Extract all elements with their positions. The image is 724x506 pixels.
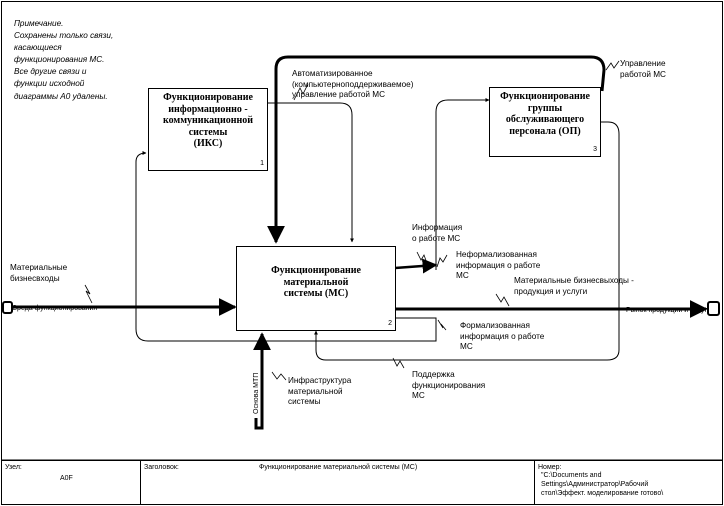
tunnel-bottom-label: Основа МТП — [253, 372, 260, 414]
box-iks[interactable]: Функционирование информационно - коммуни… — [148, 88, 268, 171]
box-iks-title: Функционирование информационно - коммуни… — [149, 92, 267, 150]
squiggle-formal-info — [437, 319, 447, 331]
footer-number-line: стол\Эффект. моделирование готово\ — [541, 490, 664, 497]
arrow-info-to-op — [435, 98, 490, 270]
label-line: о работе МС — [412, 233, 461, 243]
label-line: информация о работе — [456, 260, 541, 270]
box-title-line: материальной — [283, 276, 349, 288]
arrow-formal-info — [135, 151, 437, 342]
tunnel-bottom-icon — [254, 418, 264, 430]
label-line: системы — [288, 397, 321, 406]
squiggle-info-ms — [416, 251, 429, 267]
box-number: 1 — [260, 159, 264, 167]
label-infrastructure: Инфраструктура материальной системы — [288, 376, 351, 408]
label-line: Управление — [620, 59, 666, 68]
note-line: Сохранены только связи, — [14, 31, 114, 41]
label-line: Поддержка — [412, 370, 455, 379]
squiggle-informal-info — [436, 254, 448, 268]
tunnel-right-icon — [707, 301, 720, 316]
box-title-line: Функционирование — [271, 265, 361, 276]
squiggle-material-inputs — [84, 284, 93, 304]
label-line: функционирования — [412, 380, 486, 390]
label-material-inputs: Материальные бизнесвходы — [10, 263, 67, 284]
label-line: МС — [460, 342, 473, 351]
footer-number-cell: Номер: "C:\Documents and Settings\Админи… — [534, 461, 722, 505]
squiggle-control-ms — [605, 60, 620, 71]
box-title-line: системы — [188, 126, 228, 138]
label-line: (компьютерноподдерживаемое) — [292, 79, 414, 89]
footer-node-label: Узел: — [5, 464, 22, 471]
label-control-ms: Управление работой МС — [620, 59, 666, 80]
footer-node-value: A0F — [60, 475, 73, 482]
box-title-line: Функционирование — [163, 92, 253, 103]
arrow-control-ms — [267, 55, 606, 244]
box-op-title: Функционирование группы обслуживающего п… — [490, 91, 600, 137]
label-line: работой МС — [620, 69, 666, 79]
note-line: диаграммы А0 удалены. — [14, 91, 108, 101]
label-line: МС — [456, 271, 469, 280]
label-informal-info: Неформализованная информация о работе МС — [456, 250, 540, 282]
arrow-info-ms — [394, 258, 438, 274]
box-title-line: Функционирование — [500, 91, 590, 102]
label-line: бизнесвходы — [10, 273, 60, 283]
label-line: МС — [412, 391, 425, 400]
box-ms[interactable]: Функционирование материальной системы (М… — [236, 246, 396, 331]
label-line: Информация — [412, 223, 463, 232]
note-line: функции исходной — [14, 79, 85, 89]
label-line: материальной — [288, 386, 343, 396]
arrow-auto-control — [267, 102, 354, 243]
label-line: Инфраструктура — [288, 376, 352, 385]
squiggle-infrastructure — [271, 371, 287, 381]
note-line: касающиеся — [14, 43, 62, 53]
label-info-ms: Информация о работе МС — [412, 223, 462, 244]
label-support: Поддержка функционирования МС — [412, 370, 485, 402]
squiggle-support — [392, 357, 405, 369]
squiggle-material-outputs — [495, 293, 510, 307]
label-line: Материальные бизнесвыходы - — [514, 276, 634, 285]
box-title-line: информационно - — [168, 103, 248, 115]
label-line: Материальные — [10, 263, 68, 272]
box-title-line: группы — [527, 102, 563, 114]
footer-node-cell: Узел: A0F — [2, 461, 132, 505]
label-line: управление работой МС — [292, 90, 386, 99]
diagram-footer: Узел: A0F Заголовок: Функционирование ма… — [2, 460, 722, 505]
note-line: Все другие связи и — [14, 67, 87, 77]
label-formal-info: Формализованная информация о работе МС — [460, 321, 544, 353]
box-op[interactable]: Функционирование группы обслуживающего п… — [489, 87, 601, 157]
label-line: информация о работе — [460, 331, 545, 341]
label-auto-control: Автоматизированное (компьютерноподдержив… — [292, 69, 413, 101]
diagram-note: Примечание. Сохранены только связи, каса… — [14, 18, 154, 103]
label-line: Формализованная — [460, 321, 530, 330]
arrow-support — [314, 121, 620, 361]
footer-number-line: "C:\Documents and — [541, 472, 602, 479]
note-line: функционирования МС. — [14, 55, 105, 65]
footer-number-line: Settings\Администратор\Рабочий — [541, 481, 649, 488]
tunnel-left-icon — [2, 301, 13, 314]
note-line: Примечание. — [14, 19, 64, 28]
tunnel-right-label: Рынок продукции и услуг — [626, 307, 708, 314]
box-title-line: (ИКС) — [193, 138, 223, 149]
footer-title-value: Функционирование материальной системы (М… — [259, 464, 418, 471]
label-material-outputs: Материальные бизнесвыходы - продукция и … — [514, 276, 634, 297]
footer-title-cell: Заголовок: Функционирование материальной… — [140, 461, 534, 505]
box-title-line: системы (МС) — [283, 288, 349, 299]
box-title-line: коммуникационной — [162, 115, 253, 126]
box-ms-title: Функционирование материальной системы (М… — [237, 265, 395, 300]
box-number: 3 — [593, 145, 597, 153]
label-line: продукция и услуги — [514, 286, 588, 296]
label-line: Неформализованная — [456, 250, 537, 259]
footer-number-label: Номер: — [538, 464, 562, 471]
box-title-line: обслуживающего — [505, 114, 585, 125]
squiggle-auto-control — [293, 83, 309, 101]
box-title-line: персонала (ОП) — [509, 125, 581, 137]
footer-title-label: Заголовок: — [144, 464, 179, 471]
box-number: 2 — [388, 319, 392, 327]
label-line: Автоматизированное — [292, 69, 373, 78]
tunnel-left-label: Среда функционирования — [12, 305, 98, 312]
